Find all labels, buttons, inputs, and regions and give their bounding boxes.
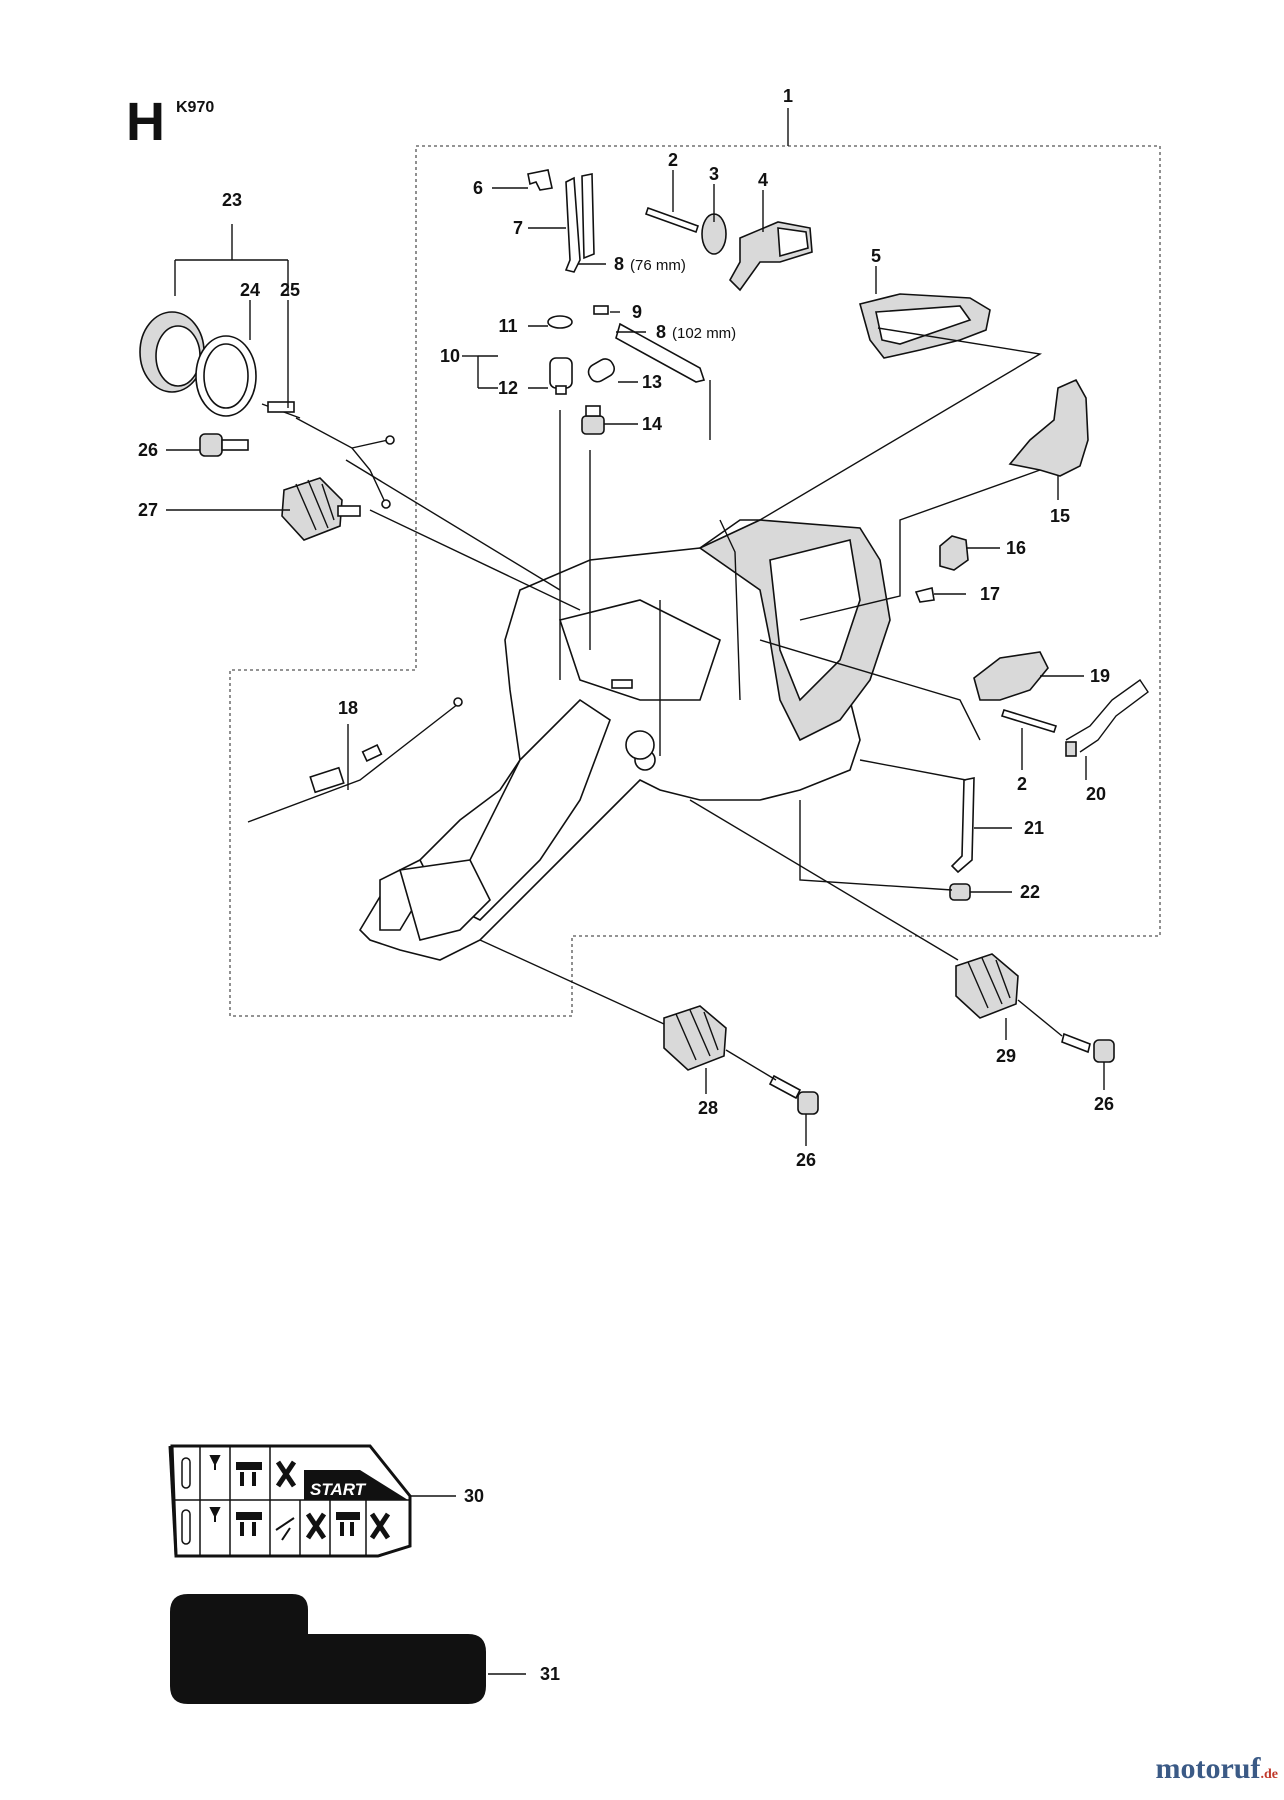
thermometer-icon xyxy=(181,1509,191,1545)
assembly-boundary xyxy=(229,145,1161,1017)
callout-8-76mm-note: (76 mm) xyxy=(630,257,686,274)
arrow-down-icon xyxy=(209,1507,221,1522)
cross-icon xyxy=(369,1512,391,1540)
part-5-handle-cover xyxy=(859,293,991,359)
callout-21: 21 xyxy=(1024,818,1044,838)
callout-7: 7 xyxy=(513,218,523,238)
part-2-pin-bottom xyxy=(1000,709,1058,733)
part-6-clip xyxy=(527,169,553,191)
part-26-screw-left xyxy=(199,433,249,457)
arrow-down-icon xyxy=(209,1455,221,1470)
callout-20: 20 xyxy=(1086,784,1106,804)
callout-17: 17 xyxy=(980,584,1000,604)
part-4-throttle-trigger xyxy=(729,221,813,292)
choke-lever-icon xyxy=(336,1512,360,1536)
callout-labels: 1 2 3 4 5 6 7 8 (76 mm) 9 8 (102 mm) 10 … xyxy=(138,86,1114,1684)
part-30-start-decal: START xyxy=(168,1444,412,1558)
part-18-throttle-cable xyxy=(247,697,463,823)
watermark-logo: motoruf.de xyxy=(1155,1752,1278,1785)
callout-26-mid: 26 xyxy=(796,1150,816,1170)
callout-26-right: 26 xyxy=(1094,1094,1114,1114)
callout-11: 11 xyxy=(498,316,517,336)
part-14-valve xyxy=(581,405,605,435)
part-11-12-fuel-filter xyxy=(547,315,573,395)
part-31-blank-label xyxy=(170,1594,486,1704)
part-7-8-hoses xyxy=(564,173,595,273)
callout-16: 16 xyxy=(1006,538,1026,558)
callout-12: 12 xyxy=(498,378,518,398)
cross-icon xyxy=(305,1512,327,1540)
part-17-screw xyxy=(914,587,935,603)
part-16-primer-bulb xyxy=(939,535,969,571)
part-26-screw-mid xyxy=(768,1074,819,1115)
section-letter: H xyxy=(126,92,165,152)
part-8-hose-102mm xyxy=(615,322,706,383)
callout-2-bottom: 2 xyxy=(1017,774,1027,794)
callout-25: 25 xyxy=(280,280,300,300)
callout-29: 29 xyxy=(996,1046,1016,1066)
part-13-elbow xyxy=(587,358,615,383)
callout-8-76mm: 8 xyxy=(614,254,624,274)
callout-30: 30 xyxy=(464,1486,484,1506)
part-20-spring-wire xyxy=(1065,679,1149,757)
callout-26-left: 26 xyxy=(138,440,158,460)
callout-8-102mm: 8 xyxy=(656,322,666,342)
part-22-grommet xyxy=(949,883,971,901)
callout-23: 23 xyxy=(222,190,242,210)
callout-9: 9 xyxy=(632,302,642,322)
callout-31: 31 xyxy=(540,1664,560,1684)
choke-lever-icon xyxy=(236,1462,262,1486)
decompression-icon xyxy=(275,1517,295,1541)
callout-3: 3 xyxy=(709,164,719,184)
model-name: K970 xyxy=(176,99,214,116)
callout-4: 4 xyxy=(758,170,768,190)
callout-8-102mm-note: (102 mm) xyxy=(672,325,736,342)
callout-15: 15 xyxy=(1050,506,1070,526)
part-26-screw-right xyxy=(1061,1032,1115,1063)
callout-2-top: 2 xyxy=(668,150,678,170)
part-19-throttle-lock xyxy=(973,651,1049,701)
callout-1: 1 xyxy=(783,86,793,106)
part-15-side-cover xyxy=(1008,378,1089,477)
crankcase-housing xyxy=(358,519,891,961)
callout-27: 27 xyxy=(138,500,158,520)
choke-lever-icon xyxy=(236,1512,262,1536)
part-9-fitting xyxy=(593,305,609,315)
decal-start-text: START xyxy=(310,1480,367,1499)
callout-22: 22 xyxy=(1020,882,1040,902)
callout-28: 28 xyxy=(698,1098,718,1118)
callout-14: 14 xyxy=(642,414,662,434)
callout-19: 19 xyxy=(1090,666,1110,686)
callout-10: 10 xyxy=(440,346,460,366)
callout-13: 13 xyxy=(642,372,662,392)
part-23-tank-cap xyxy=(139,311,395,509)
part-29-spring xyxy=(955,953,1019,1019)
part-21-hose xyxy=(950,777,975,874)
cross-icon xyxy=(275,1460,297,1488)
callout-24: 24 xyxy=(240,280,260,300)
part-2-pin-top xyxy=(644,206,700,234)
callout-18: 18 xyxy=(338,698,358,718)
part-27-spring xyxy=(281,477,361,541)
callout-5: 5 xyxy=(871,246,881,266)
callout-6: 6 xyxy=(473,178,483,198)
thermometer-icon xyxy=(181,1457,191,1489)
part-28-spring xyxy=(663,1005,727,1071)
leader-lines xyxy=(166,108,1105,1675)
